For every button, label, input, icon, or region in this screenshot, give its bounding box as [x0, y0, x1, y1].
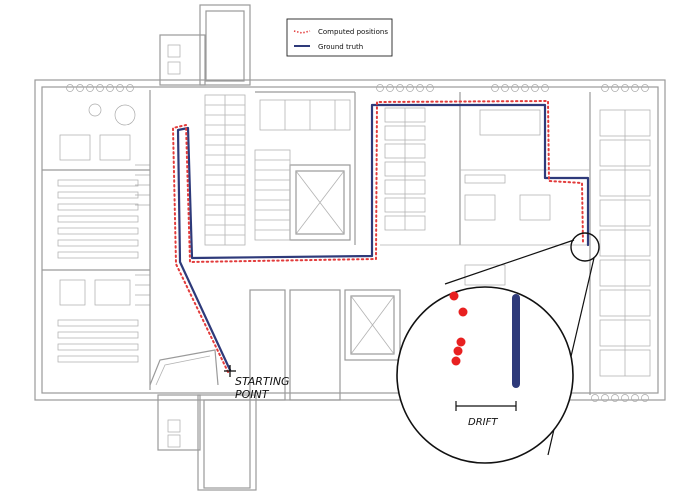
office-desks-center: [384, 107, 426, 231]
office-desks-east: [599, 109, 651, 377]
computed-positions-path: [172, 100, 584, 373]
stairs-west: [135, 164, 150, 306]
starting-point-marker: [224, 365, 236, 377]
classroom-seats: [57, 179, 139, 363]
legend-label-ground-truth: Ground truth: [318, 43, 363, 51]
ground-truth-path: [176, 103, 590, 372]
legend-item-computed: Computed positions: [293, 28, 388, 36]
furniture: [57, 44, 651, 448]
legend-label-computed: Computed positions: [318, 28, 388, 36]
magnifier-callout: DRIFT: [396, 232, 600, 464]
starting-point-label-line2: POINT: [235, 388, 270, 401]
facade-planters: [66, 84, 649, 402]
building-walls: [34, 4, 666, 491]
zoomed-computed-points: [449, 291, 468, 366]
stairs-center: [254, 149, 291, 241]
stairs-north: [204, 94, 246, 246]
drift-label: DRIFT: [468, 417, 498, 428]
legend: Computed positions Ground truth: [286, 18, 393, 57]
legend-item-ground-truth: Ground truth: [294, 43, 363, 51]
starting-point-label-line1: STARTING: [235, 375, 290, 388]
drift-scale-bar: [455, 401, 517, 411]
